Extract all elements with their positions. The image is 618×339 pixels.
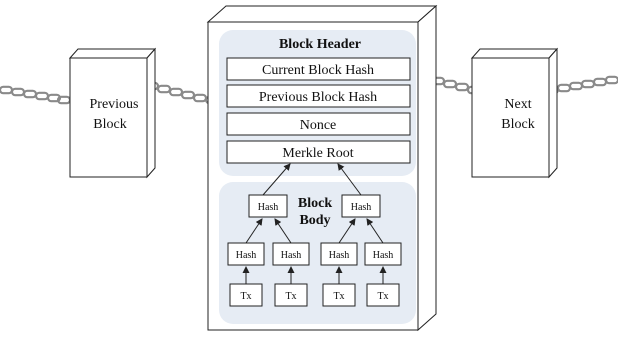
field-label: Merkle Root bbox=[282, 146, 353, 161]
previous-block-label-line2: Block bbox=[93, 117, 126, 132]
field-merkle-root: Merkle Root bbox=[226, 140, 411, 164]
field-current-block-hash: Current Block Hash bbox=[226, 57, 411, 81]
tx-label: Tx bbox=[240, 291, 251, 302]
arrow-leaf1-to-l1 bbox=[245, 218, 263, 244]
hash-label: Hash bbox=[258, 202, 279, 213]
hash-node-leaf-3: Hash bbox=[320, 242, 358, 266]
tx-node-4: Tx bbox=[366, 283, 400, 307]
tx-node-2: Tx bbox=[274, 283, 308, 307]
block-body-panel: Block Body Hash Hash Hash Hash H bbox=[219, 163, 416, 324]
hash-node-leaf-1: Hash bbox=[227, 242, 265, 266]
previous-block: Previous Block bbox=[68, 47, 157, 179]
field-label: Previous Block Hash bbox=[259, 90, 377, 105]
hash-label: Hash bbox=[373, 250, 394, 261]
field-previous-block-hash: Previous Block Hash bbox=[226, 84, 411, 108]
arrow-hash-to-merkle-right bbox=[337, 163, 362, 196]
hash-label: Hash bbox=[351, 202, 372, 213]
block-header-panel: Block Header Current Block Hash Previous… bbox=[219, 30, 416, 176]
tx-label: Tx bbox=[333, 291, 344, 302]
previous-block-label-line1: Previous bbox=[90, 97, 139, 112]
next-block-label-line2: Block bbox=[501, 117, 534, 132]
block-body-title-line1: Block bbox=[298, 196, 332, 211]
hash-label: Hash bbox=[329, 250, 350, 261]
tx-node-3: Tx bbox=[322, 283, 356, 307]
hash-label: Hash bbox=[236, 250, 257, 261]
tx-label: Tx bbox=[377, 291, 388, 302]
field-nonce: Nonce bbox=[226, 112, 411, 136]
tx-node-1: Tx bbox=[229, 283, 263, 307]
hash-node-leaf-4: Hash bbox=[364, 242, 402, 266]
arrow-hash-to-merkle-left bbox=[262, 163, 291, 196]
arrow-leaf4-to-l1 bbox=[366, 218, 384, 244]
arrow-leaf2-to-l1 bbox=[274, 218, 292, 244]
hash-node-leaf-2: Hash bbox=[272, 242, 310, 266]
hash-node-l1-left: Hash bbox=[248, 194, 288, 218]
chain-left-outer bbox=[0, 85, 72, 105]
next-block-label-line1: Next bbox=[504, 97, 531, 112]
field-label: Nonce bbox=[300, 118, 337, 133]
tx-label: Tx bbox=[285, 291, 296, 302]
hash-label: Hash bbox=[281, 250, 302, 261]
block-body-title-line2: Body bbox=[299, 213, 330, 228]
next-block: Next Block bbox=[470, 47, 559, 179]
field-label: Current Block Hash bbox=[262, 63, 374, 78]
hash-node-l1-right: Hash bbox=[341, 194, 381, 218]
arrow-leaf3-to-l1 bbox=[338, 218, 356, 244]
block-header-title: Block Header bbox=[279, 37, 361, 52]
